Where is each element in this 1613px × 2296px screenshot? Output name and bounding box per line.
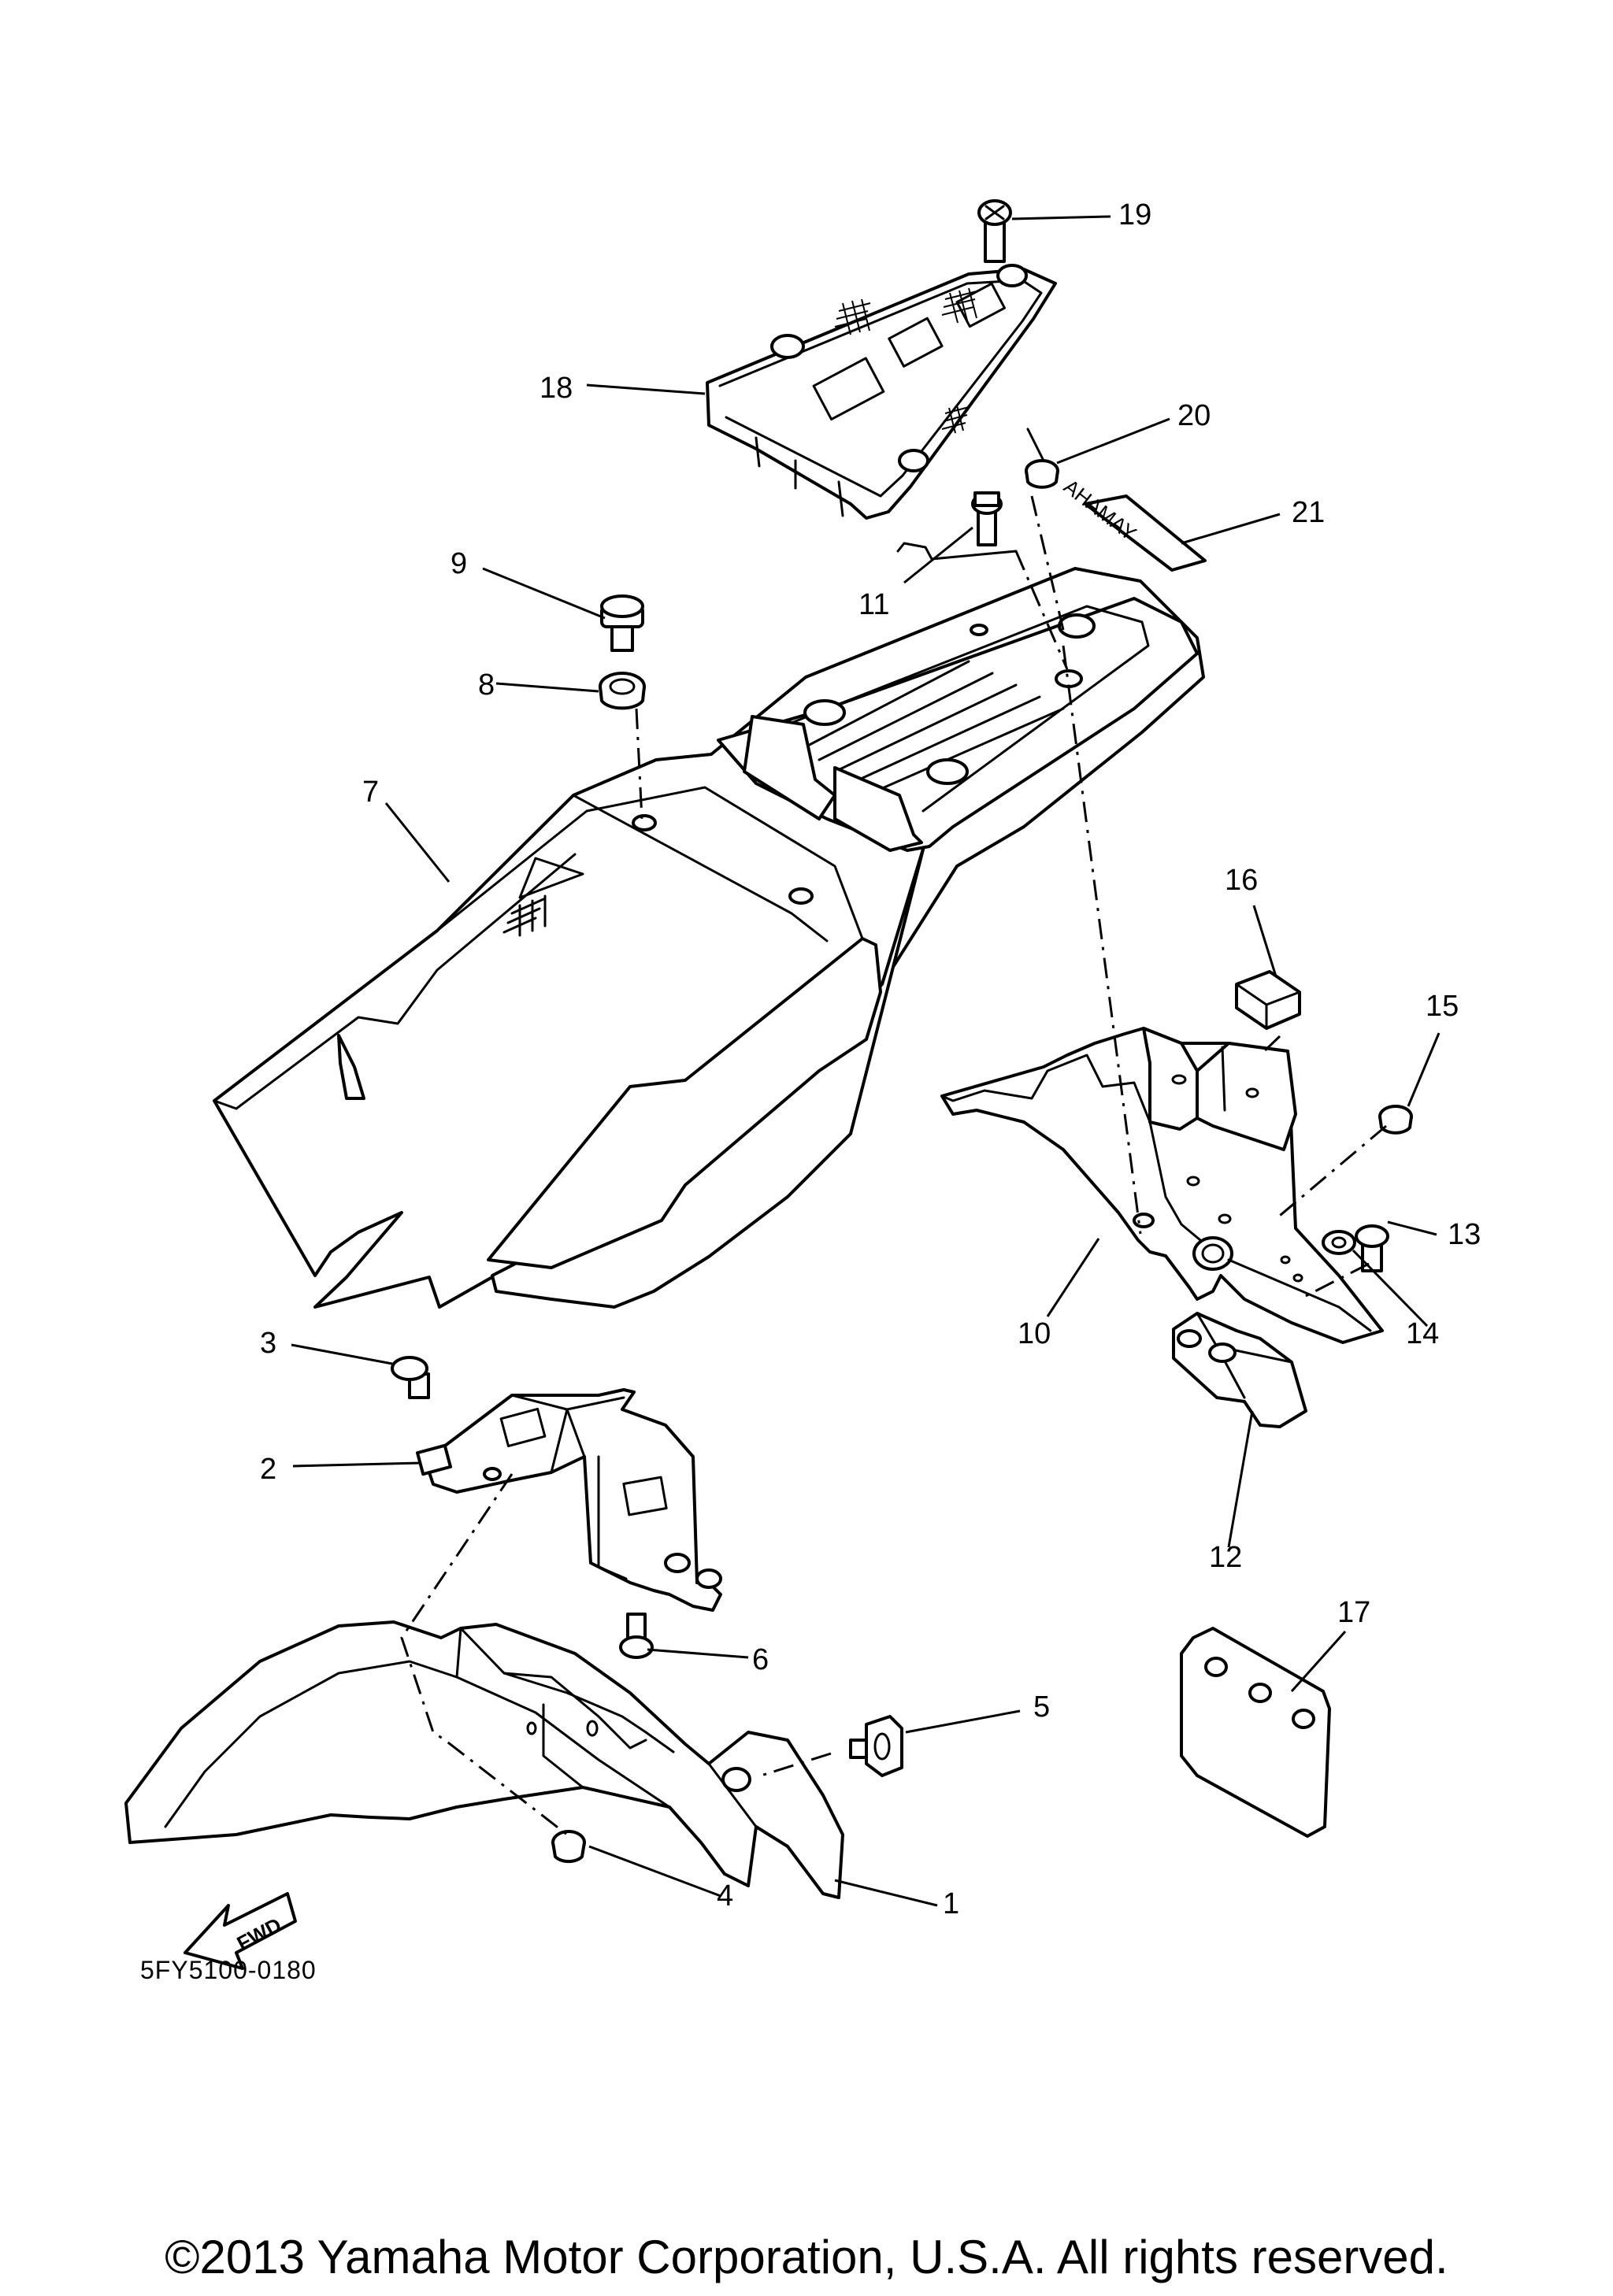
- part-16-pad: [1235, 970, 1301, 1030]
- part-8-grommet: [599, 672, 646, 710]
- copyright-notice: ©2013 Yamaha Motor Corporation, U.S.A. A…: [165, 2231, 1448, 2283]
- forward-arrow-icon: FWD: [184, 1892, 297, 1970]
- part-5-clip: [849, 1715, 903, 1777]
- callout-4: 4: [717, 1879, 733, 1913]
- callout-14: 14: [1406, 1317, 1439, 1350]
- callout-15: 15: [1426, 990, 1459, 1023]
- part-6-bolt: [619, 1613, 654, 1659]
- part-14-washer: [1322, 1230, 1356, 1255]
- part-18-rear-carrier: [706, 264, 1057, 520]
- part-2-fender-bracket: [415, 1388, 722, 1612]
- part-21-decal: YAMAHA: [1059, 474, 1207, 572]
- callout-2: 2: [260, 1453, 276, 1486]
- part-9-bolt: [600, 594, 644, 652]
- callout-19: 19: [1118, 198, 1151, 231]
- callout-17: 17: [1337, 1596, 1370, 1629]
- callout-16: 16: [1225, 864, 1258, 897]
- callout-6: 6: [752, 1643, 769, 1676]
- callout-21: 21: [1292, 496, 1325, 529]
- part-1-front-fender: [124, 1620, 844, 1899]
- callout-18: 18: [540, 372, 573, 405]
- callout-1: 1: [943, 1887, 959, 1920]
- part-19-screw: [977, 199, 1012, 263]
- callout-20: 20: [1177, 399, 1211, 432]
- part-3-bolt: [391, 1356, 430, 1399]
- part-10-flap-bracket: [940, 1027, 1384, 1344]
- callout-3: 3: [260, 1327, 276, 1360]
- part-4-nut: [551, 1830, 586, 1864]
- callout-8: 8: [478, 668, 495, 702]
- callout-13: 13: [1448, 1218, 1481, 1251]
- part-7-rear-fender: [213, 567, 1205, 1309]
- part-20-grommet: [1025, 459, 1059, 489]
- leader-lines: [291, 215, 1441, 1907]
- callout-9: 9: [451, 547, 467, 580]
- callout-10: 10: [1018, 1317, 1051, 1350]
- callout-5: 5: [1033, 1691, 1050, 1724]
- part-11-bolt: [971, 491, 1003, 546]
- part-12-bracket: [1172, 1312, 1307, 1428]
- part-13-screw: [1355, 1224, 1389, 1272]
- callout-labels: 19 18 20 21 11 9 8 7 16 15 13 14 10 12 1…: [260, 198, 1481, 1920]
- callout-11: 11: [858, 588, 889, 621]
- assembly-lines: [400, 428, 1387, 1836]
- part-17-plate: [1180, 1627, 1331, 1838]
- callout-7: 7: [362, 776, 379, 809]
- part-15-nut: [1378, 1105, 1413, 1135]
- diagram-code: 5FY5100-0180: [140, 1956, 317, 1984]
- callout-12: 12: [1209, 1541, 1242, 1574]
